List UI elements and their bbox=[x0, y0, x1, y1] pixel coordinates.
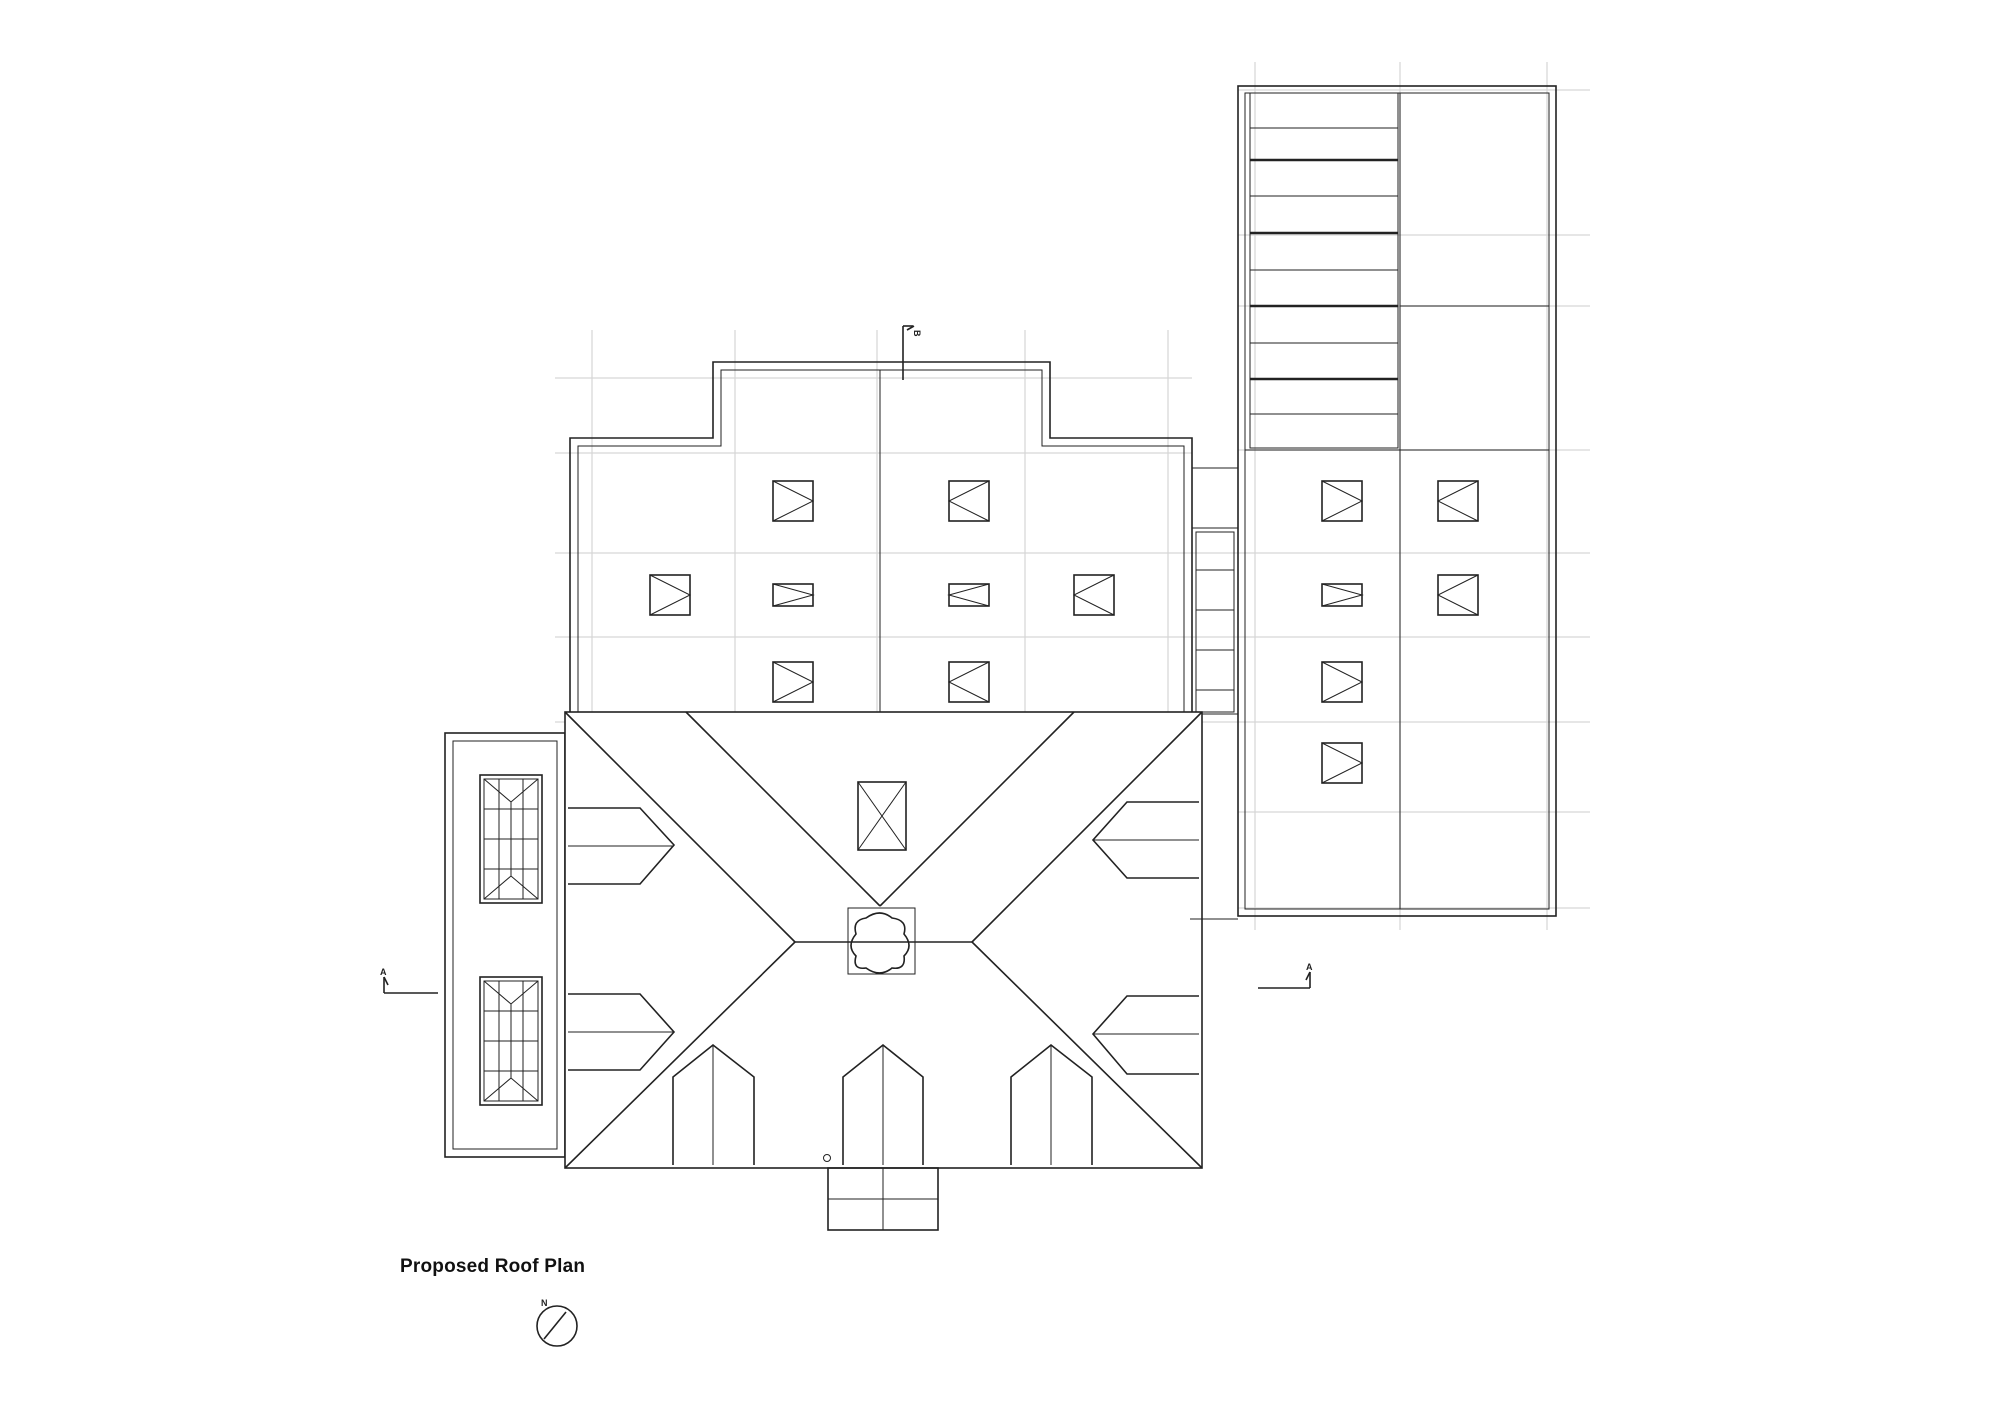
north-label: N bbox=[541, 1298, 548, 1308]
section-marker-right: A bbox=[1258, 962, 1313, 989]
left-extension-roof bbox=[444, 732, 566, 1158]
main-hipped-roof bbox=[564, 711, 1238, 1231]
rooflights bbox=[649, 480, 1479, 784]
section-marker-label-right: A bbox=[1306, 962, 1313, 972]
right-wing-roof bbox=[1237, 85, 1557, 917]
section-marker-label-top: B bbox=[912, 330, 922, 337]
section-marker-label-left: A bbox=[380, 967, 387, 977]
link-block bbox=[1191, 467, 1239, 715]
north-arrow-icon: N bbox=[536, 1298, 578, 1347]
drawing-title: Proposed Roof Plan bbox=[400, 1256, 586, 1277]
section-marker-left: A bbox=[380, 967, 438, 994]
section-marker-top: B bbox=[902, 325, 922, 380]
